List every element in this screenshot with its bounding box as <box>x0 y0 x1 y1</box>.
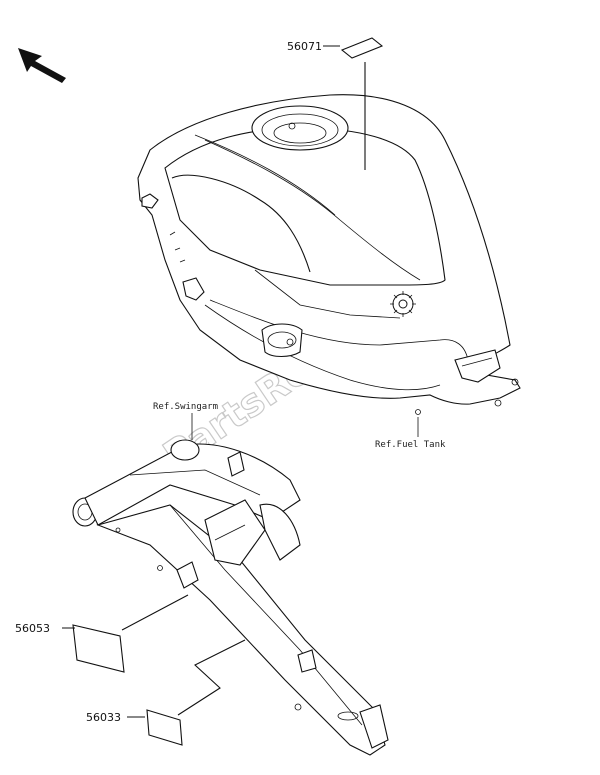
label-56033-shape <box>146 709 183 746</box>
label-56071-shape <box>340 37 384 59</box>
part-number-56053[interactable]: 56053 <box>15 622 50 635</box>
label-56053-shape <box>72 624 125 673</box>
leader-56053 <box>62 594 189 631</box>
leader-56071 <box>323 45 366 170</box>
ref-fuel-tank[interactable]: Ref.Fuel Tank <box>375 440 446 450</box>
swingarm <box>72 439 389 756</box>
ref-swingarm[interactable]: Ref.Swingarm <box>153 402 218 412</box>
fuel-tank <box>137 94 521 415</box>
gear-icon <box>390 291 416 317</box>
leader-56033 <box>127 639 246 718</box>
part-number-56033[interactable]: 56033 <box>86 711 121 724</box>
part-number-56071[interactable]: 56071 <box>287 40 322 53</box>
arrow-up-left-icon <box>18 48 66 83</box>
